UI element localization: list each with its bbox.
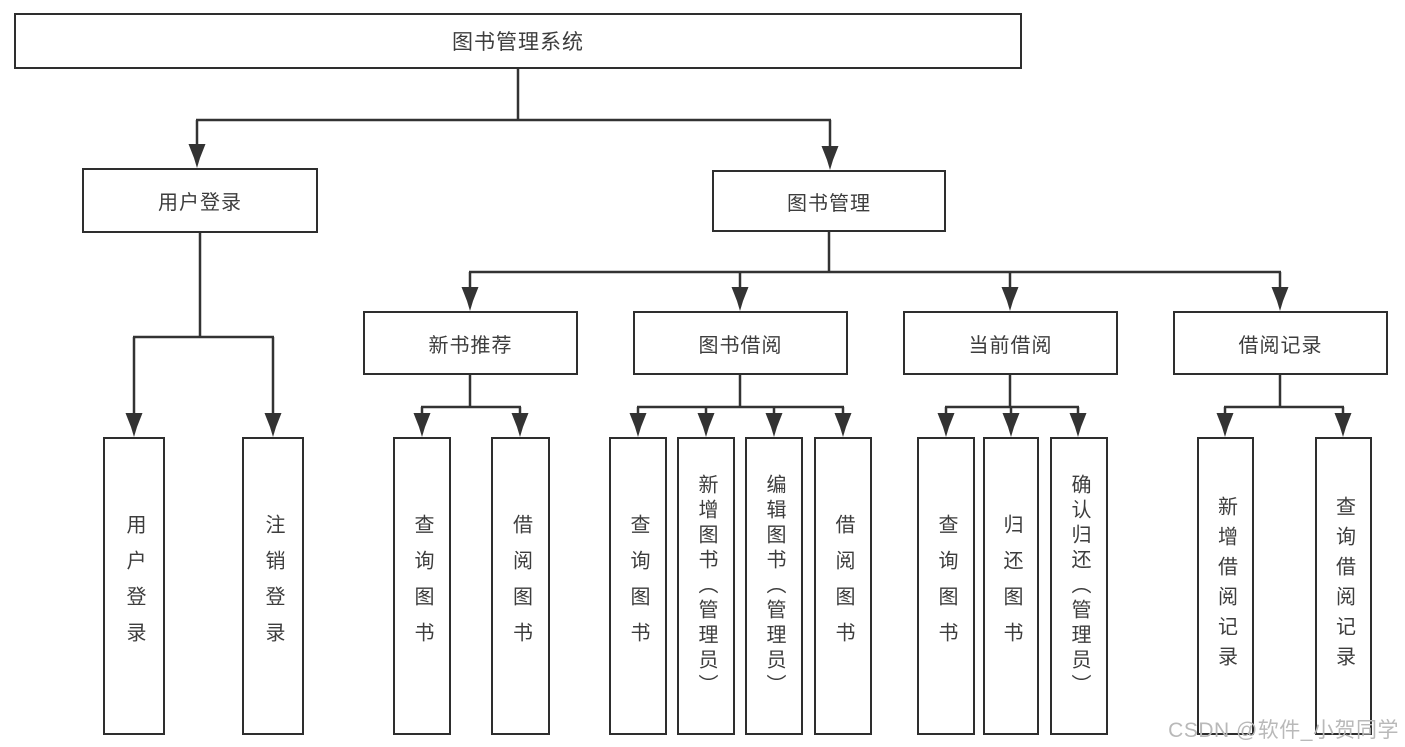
csdn-watermark: CSDN @软件_小贺同学 xyxy=(1168,719,1399,742)
node-root: 图书管理系统 xyxy=(14,13,1022,69)
node-book-borrow: 图书借阅 xyxy=(633,311,848,375)
leaf-cb-return-book-label: 归还图书 xyxy=(1000,514,1022,658)
leaf-br-query-record: 查询借阅记录 xyxy=(1315,437,1372,735)
leaf-cb-query-book-label: 查询图书 xyxy=(935,514,957,658)
leaf-bb-query-book: 查询图书 xyxy=(609,437,667,735)
leaf-bb-add-book-admin: 新增图书（管理员） xyxy=(677,437,735,735)
node-current-borrow: 当前借阅 xyxy=(903,311,1118,375)
leaf-cb-confirm-return-label: 确认归还（管理员） xyxy=(1068,473,1090,699)
leaf-logout-login-label: 注销登录 xyxy=(262,514,284,658)
leaf-cb-return-book: 归还图书 xyxy=(983,437,1039,735)
leaf-bb-borrow-book-label: 借阅图书 xyxy=(832,514,854,658)
node-book-management: 图书管理 xyxy=(712,170,946,232)
node-user-login: 用户登录 xyxy=(82,168,318,233)
leaf-br-add-record-label: 新增借阅记录 xyxy=(1214,496,1237,676)
leaf-rec-query-book: 查询图书 xyxy=(393,437,451,735)
leaf-user-login-label: 用户登录 xyxy=(123,514,145,658)
node-borrow-record: 借阅记录 xyxy=(1173,311,1388,375)
leaf-br-query-record-label: 查询借阅记录 xyxy=(1332,496,1355,676)
leaf-br-add-record: 新增借阅记录 xyxy=(1197,437,1254,735)
leaf-bb-add-book-label: 新增图书（管理员） xyxy=(695,473,717,699)
leaf-bb-borrow-book: 借阅图书 xyxy=(814,437,872,735)
leaf-bb-edit-book-admin: 编辑图书（管理员） xyxy=(745,437,803,735)
node-new-book-recommend: 新书推荐 xyxy=(363,311,578,375)
leaf-bb-edit-book-label: 编辑图书（管理员） xyxy=(763,473,785,699)
leaf-cb-confirm-return-admin: 确认归还（管理员） xyxy=(1050,437,1108,735)
leaf-rec-borrow-book-label: 借阅图书 xyxy=(509,514,532,658)
leaf-bb-query-book-label: 查询图书 xyxy=(627,514,649,658)
leaf-user-login: 用户登录 xyxy=(103,437,165,735)
leaf-logout-login: 注销登录 xyxy=(242,437,304,735)
leaf-rec-borrow-book: 借阅图书 xyxy=(491,437,550,735)
leaf-rec-query-book-label: 查询图书 xyxy=(411,514,433,658)
leaf-cb-query-book: 查询图书 xyxy=(917,437,975,735)
